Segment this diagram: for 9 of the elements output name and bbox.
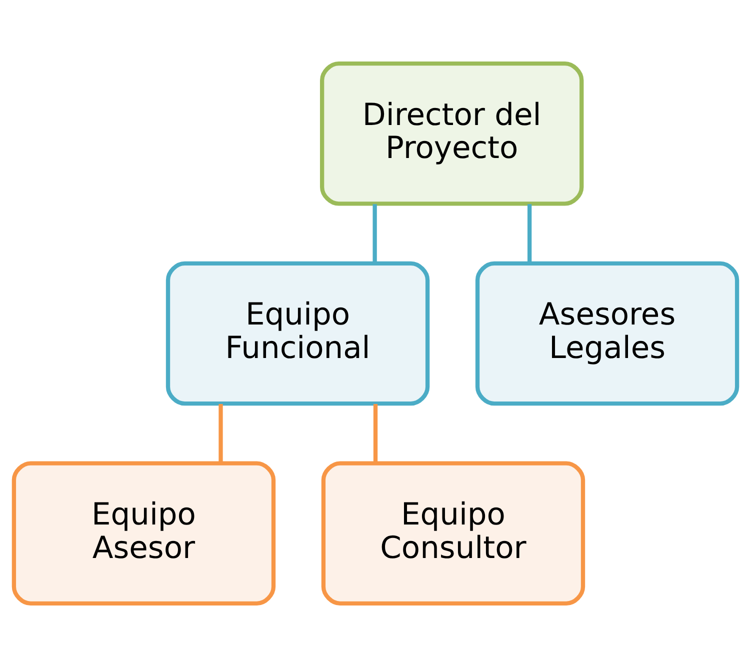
node-box: Equipo Asesor: [12, 460, 276, 606]
connector: [218, 403, 223, 462]
node-box: Equipo Funcional: [166, 260, 430, 406]
connector: [373, 403, 378, 462]
node-box: Asesores Legales: [475, 260, 740, 406]
node-box: Director del Proyecto: [320, 60, 584, 206]
connector: [527, 204, 532, 262]
connector: [372, 204, 377, 262]
node-box: Equipo Consultor: [321, 460, 586, 606]
